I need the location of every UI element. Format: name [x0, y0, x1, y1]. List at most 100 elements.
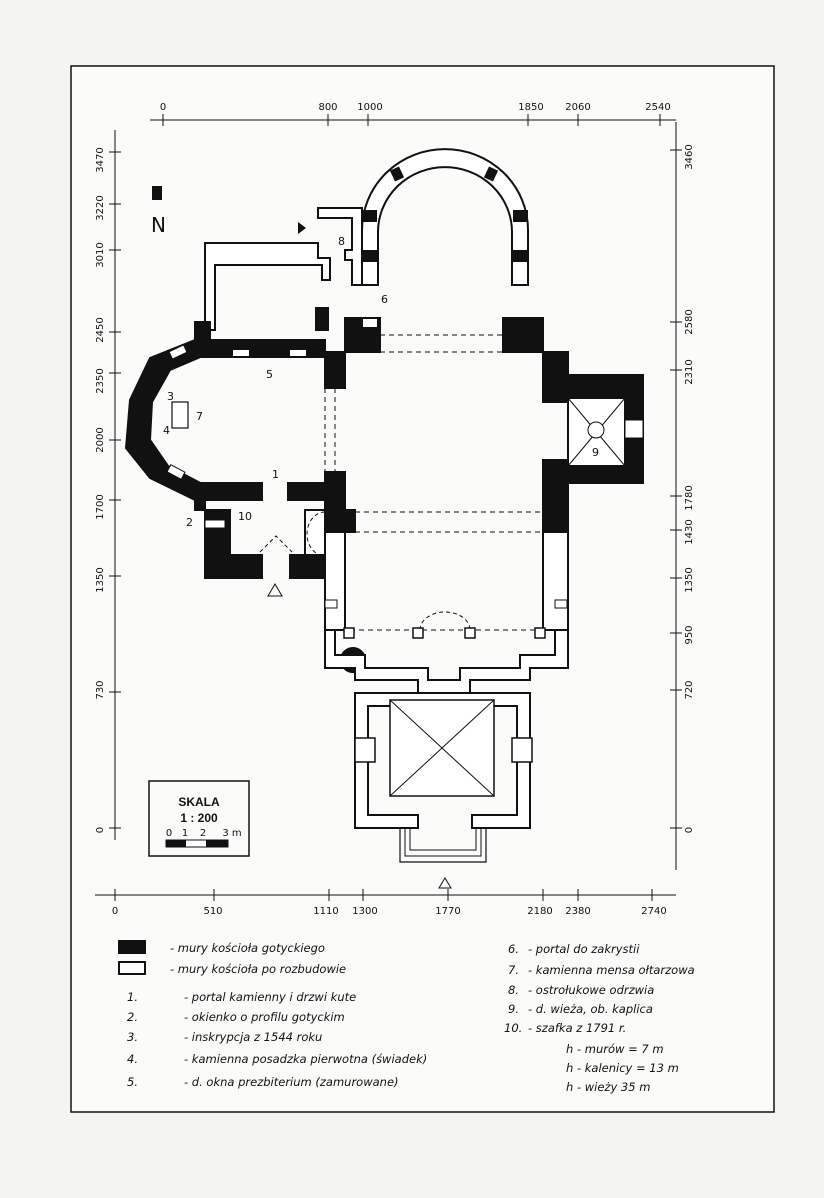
legend-num-8: 8.: [508, 983, 519, 997]
left-tick-2350: 2350: [95, 368, 106, 393]
right-tick-0: 0: [684, 827, 695, 833]
west-tower-buttresses: [354, 737, 533, 763]
scale-box: SKALA 1 : 200 0 1 2 3 m: [148, 780, 250, 857]
top-tick-1850: 1850: [518, 102, 543, 113]
legend-text-2: - okienko o profilu gotyckim: [184, 1010, 345, 1024]
legend-text-10: - szafka z 1791 r.: [528, 1021, 626, 1035]
scale-tick-3: 3 m: [222, 828, 241, 839]
legend-num-5: 5.: [127, 1075, 138, 1089]
right-tick-1430: 1430: [684, 519, 695, 544]
bottom-tick-510: 510: [203, 906, 222, 917]
legend-num-1: 1.: [127, 990, 138, 1004]
left-tick-1700: 1700: [95, 494, 106, 519]
tower-vault-boss: [587, 421, 605, 439]
right-tick-720: 720: [684, 680, 695, 699]
nave-south-lower-pier: [542, 459, 569, 533]
nave-north-lower-pier: [324, 471, 346, 533]
legend-text-1: - portal kamienny i drzwi kute: [184, 990, 356, 1004]
north-marker: N: [151, 186, 166, 237]
room-label-7: 7: [196, 410, 203, 423]
bottom-axis: [95, 889, 676, 901]
legend-heights: h - murów = 7 m h - kalenicy = 13 m h - …: [566, 1042, 679, 1094]
right-tick-2580: 2580: [684, 309, 695, 334]
bottom-tick-0: 0: [112, 906, 118, 917]
porch-door-dashed: [259, 535, 293, 553]
top-tick-0: 0: [160, 102, 166, 113]
room-number-labels: 1 2 3 4 5 6 7 8 9 10: [163, 235, 599, 529]
right-tick-950: 950: [684, 625, 695, 644]
room-label-8: 8: [338, 235, 345, 248]
apse-curved-wall: [361, 148, 529, 286]
right-tick-1350: 1350: [684, 567, 695, 592]
drawing-frame: [70, 65, 775, 1113]
west-entrance-steps: [399, 828, 487, 863]
nave-north-pier: [324, 351, 346, 389]
legend-num-9: 9.: [508, 1002, 519, 1016]
legend-num-6: 6.: [508, 942, 519, 956]
porch-door-arc: [306, 511, 326, 557]
left-tick-3470: 3470: [95, 147, 106, 172]
legend-num-7: 7.: [508, 963, 519, 977]
right-axis: [670, 122, 682, 870]
room-label-6: 6: [381, 293, 388, 306]
west-tower-walls: [354, 692, 531, 829]
sacristy-walls: [204, 242, 331, 331]
bottom-tick-1770: 1770: [435, 906, 460, 917]
room-label-4: 4: [163, 424, 170, 437]
legend-text-3: - inskrypcja z 1544 roku: [184, 1030, 322, 1044]
room-label-3: 3: [167, 390, 174, 403]
bottom-tick-2180: 2180: [527, 906, 552, 917]
right-tick-2310: 2310: [684, 359, 695, 384]
left-tick-730: 730: [95, 680, 106, 699]
legend-text-4: - kamienna posadzka pierwotna (świadek): [184, 1052, 427, 1066]
legend-extension-wall-swatch: [118, 961, 146, 975]
legend-gothic-wall-swatch: [118, 940, 146, 954]
legend-num-10: 10.: [504, 1021, 522, 1035]
scale-title: SKALA: [178, 795, 220, 809]
left-tick-1350: 1350: [95, 567, 106, 592]
legend: - mury kościoła gotyckiego - mury kościo…: [118, 940, 695, 1094]
legend-extension-wall-label: - mury kościoła po rozbudowie: [170, 962, 346, 976]
top-tick-1000: 1000: [357, 102, 382, 113]
room-label-9: 9: [592, 446, 599, 459]
scale-tick-1: 1: [182, 828, 188, 839]
bottom-tick-1300: 1300: [352, 906, 377, 917]
left-tick-3220: 3220: [95, 195, 106, 220]
left-tick-0: 0: [95, 827, 106, 833]
sacristy-passage: [317, 207, 363, 286]
bottom-tick-1110: 1110: [313, 906, 338, 917]
top-tick-800: 800: [318, 102, 337, 113]
legend-text-5: - d. okna prezbiterium (zamurowane): [184, 1075, 399, 1089]
left-axis: [109, 130, 121, 840]
room-label-10: 10: [238, 510, 252, 523]
top-axis-labels: 0 800 1000 1850 2060 2540: [160, 102, 671, 113]
legend-num-2: 2.: [127, 1010, 138, 1024]
legend-text-6: - portal do zakrystii: [528, 942, 640, 956]
right-tick-1780: 1780: [684, 485, 695, 510]
scale-ratio: 1 : 200: [180, 811, 218, 825]
scale-tick-2: 2: [200, 828, 206, 839]
altar-mensa: [171, 401, 189, 429]
legend-text-7: - kamienna mensa ołtarzowa: [528, 963, 695, 977]
top-tick-2540: 2540: [645, 102, 670, 113]
gallery-columns: [343, 627, 546, 639]
legend-gothic-wall-label: - mury kościoła gotyckiego: [170, 941, 325, 955]
legend-text-9: - d. wieża, ob. kaplica: [528, 1002, 653, 1016]
left-tick-3010: 3010: [95, 242, 106, 267]
north-block-icon: [152, 186, 162, 200]
left-axis-labels: 3470 3220 3010 2450 2350 2000 1700 1350 …: [95, 147, 106, 833]
presbytery-right-pier: [502, 317, 544, 353]
portal-arrow-icon: [298, 222, 306, 234]
bottom-axis-labels: 0 510 1110 1300 1770 2180 2380 2740: [112, 906, 667, 917]
nave-extension-north-wall: [324, 531, 346, 631]
height-walls: h - murów = 7 m: [566, 1042, 664, 1056]
height-tower: h - wieży 35 m: [566, 1080, 650, 1094]
right-tick-3460: 3460: [684, 144, 695, 169]
height-ridge: h - kalenicy = 13 m: [566, 1061, 679, 1075]
floor-plan: [124, 148, 644, 889]
legend-num-3: 3.: [127, 1030, 138, 1044]
room-label-1: 1: [272, 468, 279, 481]
room-label-2: 2: [186, 516, 193, 529]
entrance-triangle-icon: [267, 583, 283, 597]
legend-left-items: 1. - portal kamienny i drzwi kute 2. - o…: [127, 990, 427, 1089]
